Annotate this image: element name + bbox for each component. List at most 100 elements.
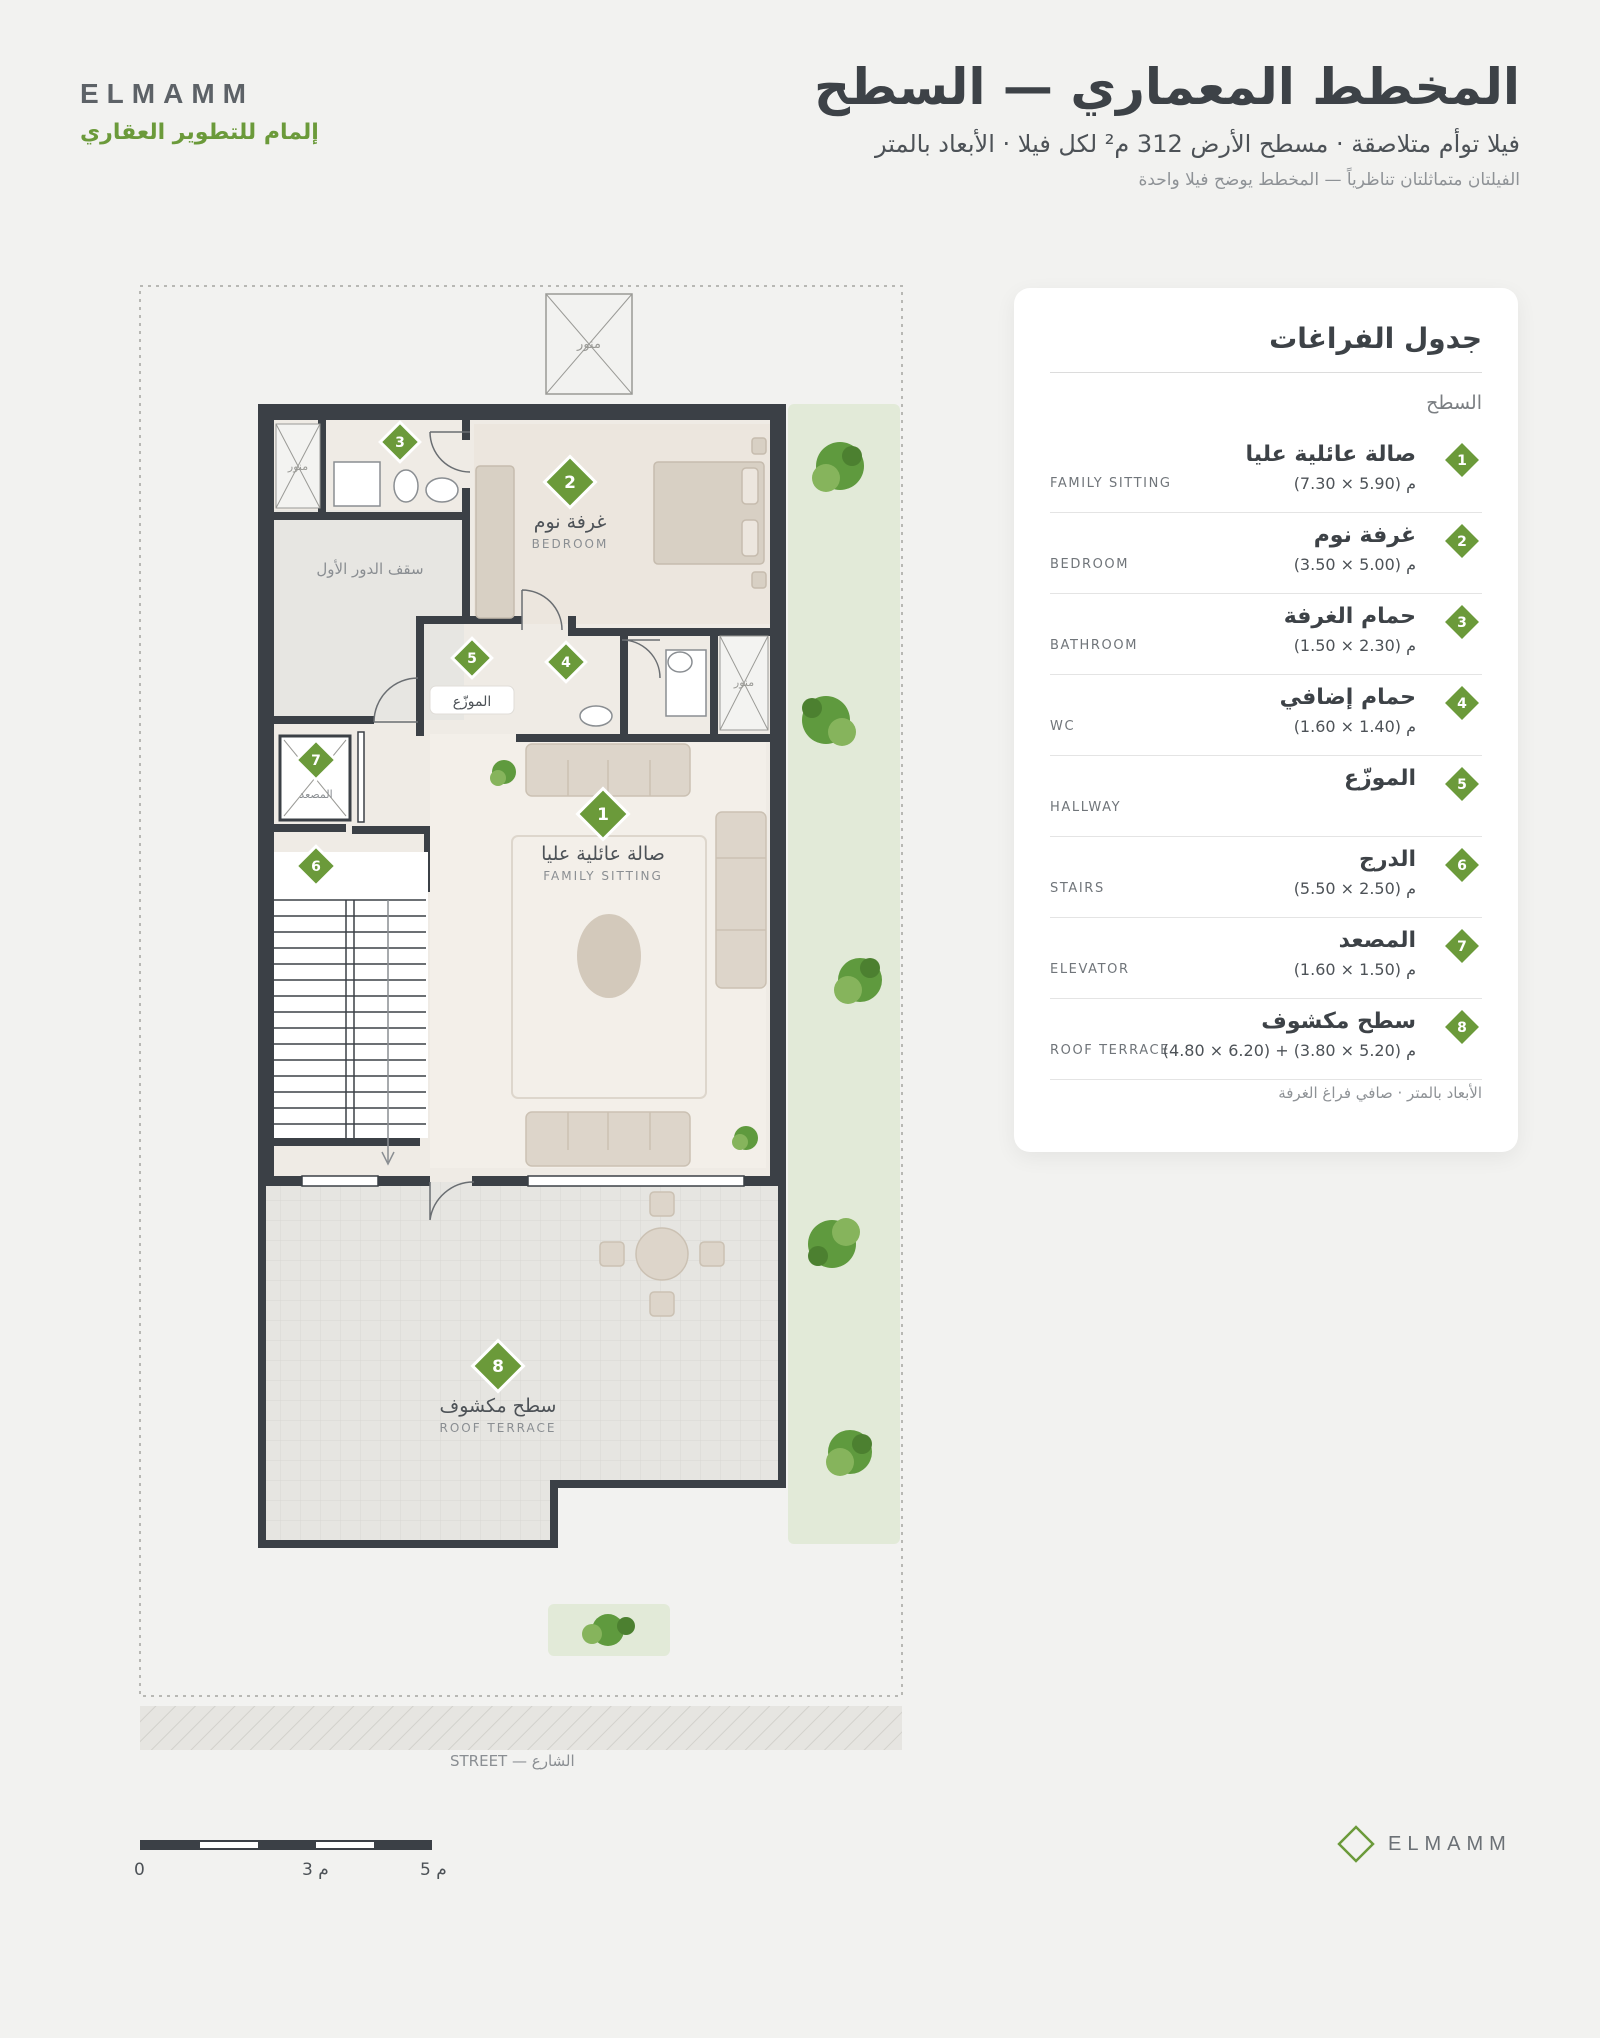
number-badge: 1 <box>1445 443 1479 477</box>
plan-badge-1: 1 <box>575 786 631 842</box>
bathroom-fixtures <box>333 461 707 727</box>
schedule-row: 6 الدرج STAIRS (5.50 × 2.50) م <box>1050 837 1482 918</box>
brand-tagline: إلمام للتطوير العقاري <box>80 120 319 145</box>
room-dimensions: (7.30 × 5.90) م <box>1293 474 1416 493</box>
schedule-row: 7 المصعد ELEVATOR (1.60 × 1.50) م <box>1050 918 1482 999</box>
room-name-en: BATHROOM <box>1050 638 1139 653</box>
roof-terrace-floor <box>266 1182 780 1544</box>
brand-name: ELMAMM <box>80 78 254 109</box>
plot-boundary <box>139 285 903 1697</box>
page-title: المخطط المعماري — السطح <box>813 58 1520 116</box>
number-badge: 2 <box>1445 524 1479 558</box>
elevator-label: المصعد <box>299 788 332 801</box>
dining-set <box>599 1191 725 1317</box>
street-label: STREET — الشارع <box>450 1752 575 1770</box>
number-badge: 7 <box>1445 929 1479 963</box>
stairs <box>274 852 428 1166</box>
schedule-row: 4 حمام إضافي WC (1.60 × 1.40) م <box>1050 675 1482 756</box>
room-dimensions: (1.60 × 1.40) م <box>1293 717 1416 736</box>
bedroom-furniture <box>475 437 767 619</box>
skylight-small-2: منور <box>719 635 769 731</box>
diamond-logo-icon <box>1337 1825 1375 1863</box>
number-badge: 5 <box>1445 767 1479 801</box>
schedule-divider <box>1050 372 1482 373</box>
room-name-ar: حمام الغرفة <box>1283 604 1416 629</box>
svg-text:7: 7 <box>311 753 321 769</box>
svg-text:2: 2 <box>564 473 576 493</box>
schedule-row: 3 حمام الغرفة BATHROOM (1.50 × 2.30) م <box>1050 594 1482 675</box>
plan-badge-5: 5 <box>450 636 494 680</box>
room-name-en: ELEVATOR <box>1050 962 1130 977</box>
schedule-title: جدول الفراغات <box>1269 322 1482 355</box>
plants <box>490 442 882 1646</box>
hallway-label: الموزّع <box>453 694 492 710</box>
room-dimensions: (1.50 × 2.30) م <box>1293 636 1416 655</box>
doors <box>373 431 661 1221</box>
terrace-label-ar: سطح مكشوف <box>440 1395 557 1417</box>
svg-text:3: 3 <box>395 435 405 451</box>
svg-text:6: 6 <box>1457 858 1467 874</box>
first-floor-roof-area <box>274 510 464 720</box>
room-dimensions: (5.50 × 2.50) م <box>1293 879 1416 898</box>
schedule-row: 5 الموزّع HALLWAY <box>1050 756 1482 837</box>
number-badge: 4 <box>1445 686 1479 720</box>
number-badge: 6 <box>1445 848 1479 882</box>
page-note: الفيلتان متماثلتان تناظرياً — المخطط يوض… <box>1138 170 1520 190</box>
scale-label-max: 5 م <box>420 1860 447 1880</box>
svg-text:8: 8 <box>1457 1020 1467 1036</box>
plan-badge-4: 4 <box>544 640 588 684</box>
room-dimensions: (1.60 × 1.50) م <box>1293 960 1416 979</box>
svg-text:7: 7 <box>1457 939 1467 955</box>
room-name-en: ROOF TERRACE <box>1050 1043 1170 1058</box>
page-header: المخطط المعماري — السطح فيلا توأم متلاصق… <box>814 58 1520 190</box>
number-badge: 8 <box>1445 1010 1479 1044</box>
svg-text:3: 3 <box>1457 615 1467 631</box>
bedroom-label-ar: غرفة نوم <box>534 511 607 533</box>
svg-text:8: 8 <box>492 1357 504 1377</box>
room-name-ar: سطح مكشوف <box>1261 1009 1416 1034</box>
schedule-row: 1 صالة عائلية عليا FAMILY SITTING (7.30 … <box>1050 432 1482 513</box>
terrace-label-en: ROOF TERRACE <box>439 1421 556 1435</box>
skylight-label: منور <box>576 337 601 352</box>
svg-text:6: 6 <box>311 859 321 875</box>
room-name-en: FAMILY SITTING <box>1050 476 1172 491</box>
skylight-label: منور <box>733 676 754 689</box>
number-badge: 3 <box>1445 605 1479 639</box>
scale-bar <box>140 1840 432 1850</box>
room-dimensions: (3.50 × 5.00) م <box>1293 555 1416 574</box>
plan-badge-2: 2 <box>542 454 598 510</box>
plan-badge-7: 7 <box>294 738 338 782</box>
schedule-row: 8 سطح مكشوف ROOF TERRACE (4.80 × 6.20) +… <box>1050 999 1482 1080</box>
street-band <box>140 1706 902 1750</box>
footer-logo-text: ELMAMM <box>1388 1832 1512 1855</box>
schedule-rows: 1 صالة عائلية عليا FAMILY SITTING (7.30 … <box>1050 432 1482 1080</box>
windows <box>301 731 745 1187</box>
coffee-table <box>577 914 641 998</box>
room-name-en: HALLWAY <box>1050 800 1122 815</box>
scale-label-zero: 0 <box>134 1860 145 1880</box>
rug <box>511 835 707 1099</box>
plan-badge-6: 6 <box>294 844 338 888</box>
svg-text:5: 5 <box>1457 777 1467 793</box>
schedule-floor: السطح <box>1426 392 1482 414</box>
hallway-tag: الموزّع <box>429 685 515 715</box>
plan-badge-8: 8 <box>470 1338 526 1394</box>
page-subtitle: فيلا توأم متلاصقة · مسطح الأرض 312 م² لك… <box>874 130 1520 158</box>
room-name-en: STAIRS <box>1050 881 1105 896</box>
first-floor-roof-label: سقف الدور الأول <box>316 559 423 578</box>
room-name-ar: الدرج <box>1358 847 1416 872</box>
skylight-label: منور <box>287 460 308 473</box>
scale-label-mid: 3 م <box>302 1860 329 1880</box>
skylight-small-1: منور <box>275 423 321 509</box>
room-name-en: WC <box>1050 719 1076 734</box>
room-name-ar: الموزّع <box>1343 766 1416 791</box>
footer-logo: ELMAMM <box>1336 1824 1512 1864</box>
skylight-top: منور <box>545 293 633 395</box>
room-dimensions: (4.80 × 6.20) + (3.80 × 5.20) م <box>1162 1041 1416 1060</box>
svg-text:1: 1 <box>597 805 609 825</box>
room-name-ar: صالة عائلية عليا <box>1245 442 1416 467</box>
space-schedule-card: جدول الفراغات السطح 1 صالة عائلية عليا F… <box>1014 288 1518 1152</box>
svg-text:4: 4 <box>1457 696 1467 712</box>
room-name-en: BEDROOM <box>1050 557 1130 572</box>
